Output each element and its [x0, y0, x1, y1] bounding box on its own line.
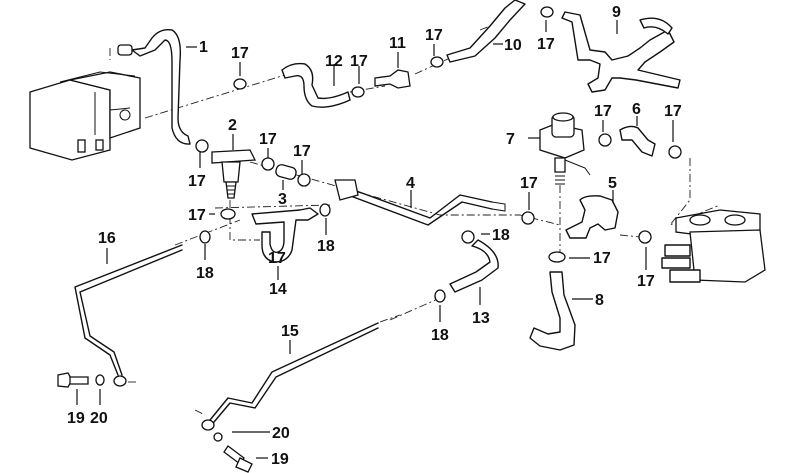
callout-18[interactable]: 18 — [431, 327, 449, 344]
hose-8 — [529, 271, 576, 351]
callout-17[interactable]: 17 — [268, 250, 286, 267]
callout-17[interactable]: 17 — [293, 143, 311, 160]
hose-14 — [251, 207, 319, 263]
pipe-16 — [74, 244, 183, 376]
callout-4[interactable]: 4 — [406, 175, 415, 192]
auxiliary-heater-unit — [29, 71, 141, 161]
callout-17[interactable]: 17 — [188, 207, 206, 224]
callout-12[interactable]: 12 — [325, 53, 343, 70]
callout-3[interactable]: 3 — [278, 191, 287, 208]
hose-6 — [619, 125, 656, 157]
callout-17[interactable]: 17 — [637, 273, 655, 290]
hose-12 — [281, 62, 351, 108]
pipe-15 — [209, 322, 379, 423]
t-connector-2 — [211, 149, 257, 199]
callout-17[interactable]: 17 — [231, 45, 249, 62]
callout-17[interactable]: 17 — [350, 53, 368, 70]
callout-17[interactable]: 17 — [188, 173, 206, 190]
callout-17[interactable]: 17 — [520, 175, 538, 192]
heater-valve-block — [661, 209, 766, 283]
callout-18[interactable]: 18 — [317, 238, 335, 255]
banjo-bolt-19-left — [57, 372, 89, 388]
callout-19[interactable]: 19 — [67, 410, 85, 427]
banjo-bolt-19-right — [223, 445, 253, 473]
banjo-fitting-15 — [201, 419, 215, 431]
callout-19[interactable]: 19 — [271, 451, 289, 468]
callout-18[interactable]: 18 — [196, 265, 214, 282]
callout-6[interactable]: 6 — [632, 101, 641, 118]
callout-11[interactable]: 11 — [389, 35, 406, 52]
check-valve-11 — [374, 69, 411, 89]
callout-20[interactable]: 20 — [90, 410, 108, 427]
callout-5[interactable]: 5 — [608, 175, 617, 192]
callout-17[interactable]: 17 — [594, 103, 612, 120]
hose-1 — [117, 28, 191, 145]
callout-10[interactable]: 10 — [504, 37, 522, 54]
hose-9 — [561, 11, 681, 93]
callout-16[interactable]: 16 — [98, 230, 116, 247]
callout-2[interactable]: 2 — [228, 117, 237, 134]
callout-9[interactable]: 9 — [612, 4, 621, 21]
callout-17[interactable]: 17 — [664, 103, 682, 120]
pipe-4 — [334, 179, 506, 226]
callout-15[interactable]: 15 — [281, 323, 299, 340]
callout-17[interactable]: 17 — [425, 27, 443, 44]
callout-labels: 1 2 3 4 5 6 7 8 9 10 11 12 13 14 15 16 1… — [67, 4, 682, 468]
callout-7[interactable]: 7 — [506, 131, 515, 148]
banjo-fitting-16 — [113, 375, 127, 387]
callout-14[interactable]: 14 — [269, 281, 287, 298]
callout-1[interactable]: 1 — [199, 39, 208, 56]
solenoid-valve-7 — [539, 112, 591, 185]
sealing-washer-20-left — [95, 374, 105, 386]
hose-5 — [565, 195, 619, 239]
callout-8[interactable]: 8 — [595, 292, 604, 309]
callout-17[interactable]: 17 — [593, 250, 611, 267]
callout-17[interactable]: 17 — [259, 131, 277, 148]
hose-10 — [446, 0, 526, 63]
callout-20[interactable]: 20 — [272, 425, 290, 442]
hose-13 — [449, 239, 499, 293]
hose-clamps — [195, 6, 682, 303]
callout-18[interactable]: 18 — [492, 227, 510, 244]
callout-13[interactable]: 13 — [472, 310, 490, 327]
callout-17[interactable]: 17 — [537, 36, 555, 53]
leader-lines — [76, 20, 674, 459]
hose-3 — [275, 164, 297, 180]
sealing-washer-20-right — [213, 432, 223, 442]
